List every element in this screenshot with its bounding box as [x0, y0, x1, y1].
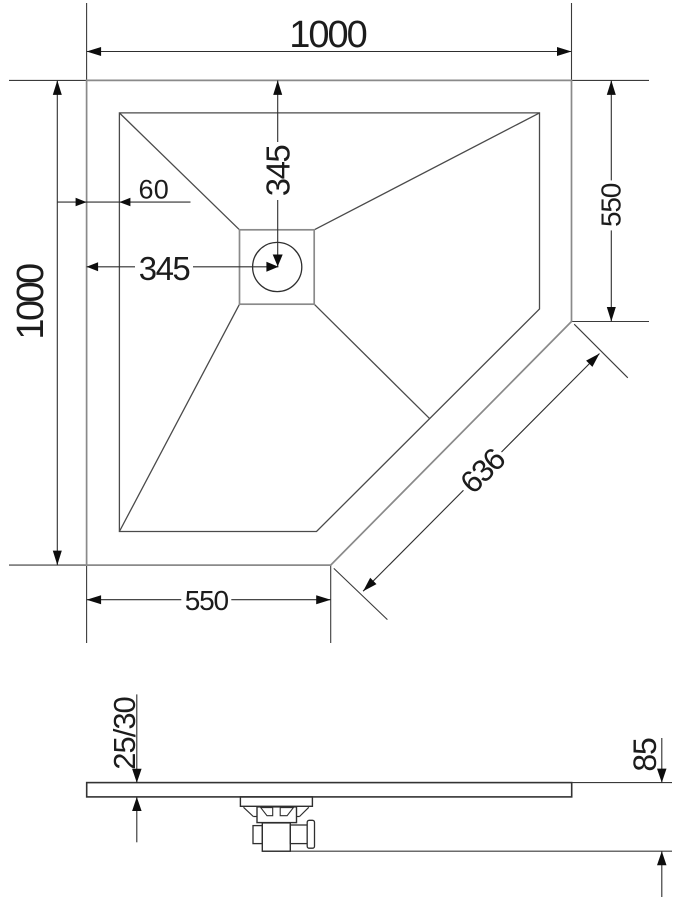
svg-text:345: 345 — [260, 146, 297, 197]
svg-text:345: 345 — [139, 250, 190, 287]
svg-text:1000: 1000 — [289, 14, 366, 56]
svg-text:550: 550 — [595, 183, 626, 227]
svg-text:1000: 1000 — [10, 264, 52, 340]
svg-text:60: 60 — [138, 175, 169, 205]
svg-text:550: 550 — [185, 585, 229, 616]
svg-text:85: 85 — [627, 738, 663, 772]
svg-text:25/30: 25/30 — [107, 696, 142, 769]
